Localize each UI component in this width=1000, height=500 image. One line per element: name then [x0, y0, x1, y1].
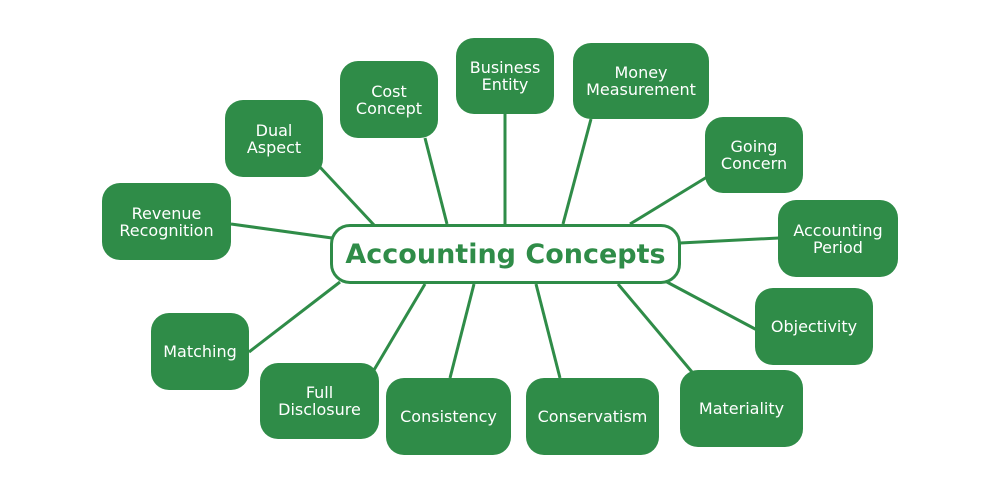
- concept-node-objectivity: Objectivity: [755, 288, 873, 365]
- connector-line: [230, 222, 333, 240]
- center-node-label: Accounting Concepts: [345, 238, 666, 270]
- concept-node-label: Conservatism: [537, 407, 648, 426]
- concept-node-label: Objectivity: [770, 317, 858, 336]
- concept-node-label: Consistency: [400, 407, 497, 426]
- concept-node-label: Materiality: [698, 399, 785, 418]
- concept-node-matching: Matching: [151, 313, 249, 390]
- concept-node-conservatism: Conservatism: [526, 378, 659, 455]
- concept-node-consistency: Consistency: [386, 378, 511, 455]
- connector-line: [534, 283, 562, 379]
- connector-line: [629, 175, 708, 226]
- connector-line: [423, 137, 449, 225]
- connector-line: [248, 280, 341, 354]
- connector-line: [664, 279, 758, 332]
- connector-line: [679, 236, 780, 245]
- connector-line: [448, 283, 476, 379]
- concept-node-label: Matching: [163, 342, 237, 361]
- connector-line: [316, 163, 376, 227]
- connector-line: [561, 118, 593, 225]
- connector-line: [616, 283, 694, 373]
- connector-line: [372, 283, 427, 371]
- concept-node-materiality: Materiality: [680, 370, 803, 447]
- center-node-accounting-concepts: Accounting Concepts: [330, 224, 681, 284]
